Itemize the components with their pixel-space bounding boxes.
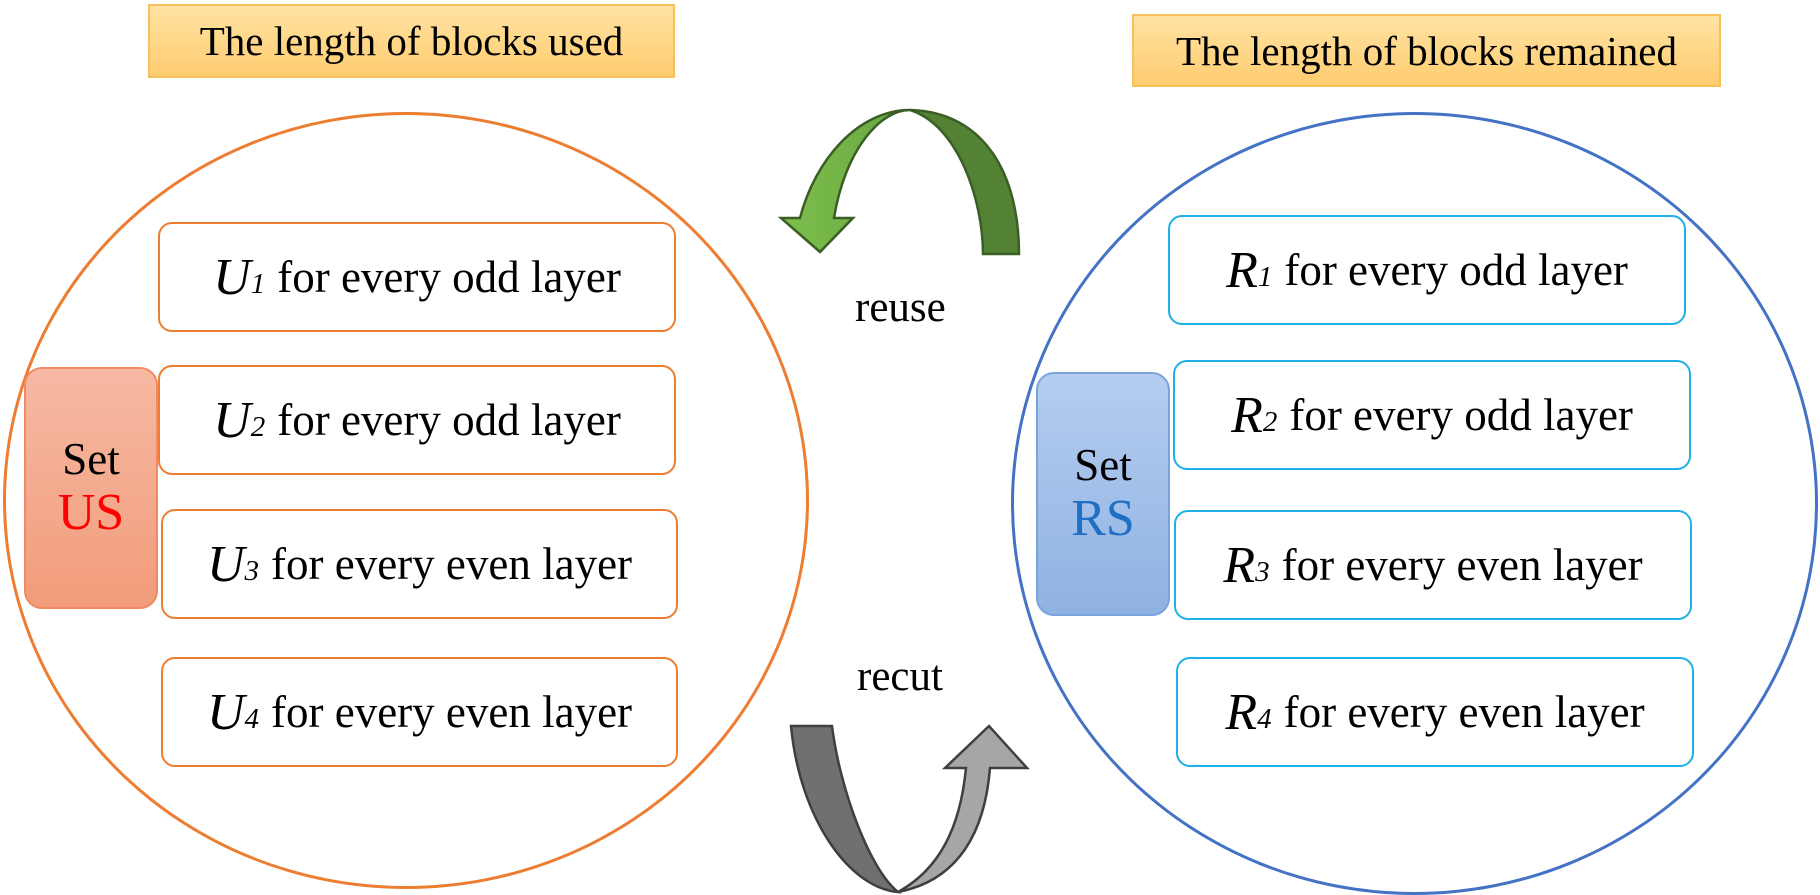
rs-item-symbol: R bbox=[1223, 536, 1256, 594]
us-item-index: 4 bbox=[244, 702, 260, 735]
rs-item-index: 4 bbox=[1257, 702, 1272, 735]
us-item-index: 3 bbox=[244, 554, 260, 587]
rs-item-symbol: R bbox=[1231, 386, 1263, 444]
rs-item-text: for every even layer bbox=[1281, 540, 1643, 590]
us-set-label: Set US bbox=[24, 367, 158, 609]
rs-item-index: 3 bbox=[1255, 555, 1270, 588]
rs-item-index: 2 bbox=[1262, 405, 1278, 438]
us-set-code: US bbox=[57, 484, 125, 542]
us-item-text: for every odd layer bbox=[277, 252, 621, 302]
rs-set-circle bbox=[1011, 112, 1818, 895]
us-item-index: 1 bbox=[250, 267, 266, 300]
us-item-symbol: U bbox=[213, 391, 251, 449]
us-item-symbol: U bbox=[213, 248, 251, 306]
us-item-symbol: U bbox=[206, 535, 245, 593]
rs-item-symbol: R bbox=[1226, 241, 1258, 299]
rs-set-label: Set RS bbox=[1036, 372, 1170, 616]
us-set-circle bbox=[3, 112, 809, 889]
reuse-label: reuse bbox=[855, 284, 946, 331]
us-set-word: Set bbox=[62, 433, 120, 484]
rs-item-symbol: R bbox=[1225, 683, 1258, 741]
us-item-text: for every even layer bbox=[271, 539, 633, 589]
us-item-text: for every odd layer bbox=[277, 395, 621, 445]
rs-set-code: RS bbox=[1071, 490, 1135, 548]
rs-item-text: for every odd layer bbox=[1284, 245, 1628, 295]
us-item-index: 2 bbox=[250, 410, 266, 443]
rs-item-text: for every even layer bbox=[1283, 687, 1645, 737]
rs-set-word: Set bbox=[1074, 439, 1132, 490]
remained-length-title: The length of blocks remained bbox=[1132, 14, 1721, 87]
recut-label: recut bbox=[857, 653, 943, 700]
rs-item-text: for every odd layer bbox=[1289, 390, 1633, 440]
us-item-symbol: U bbox=[206, 683, 245, 741]
used-length-title: The length of blocks used bbox=[148, 4, 675, 78]
us-item-text: for every even layer bbox=[271, 687, 633, 737]
rs-item-index: 1 bbox=[1257, 260, 1273, 293]
